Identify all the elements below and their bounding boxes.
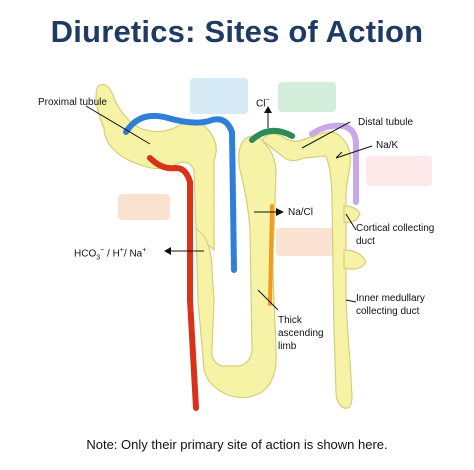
label-proximal-tubule: Proximal tubule [38, 96, 107, 109]
label-hco3-h-na: HCO3− / H+/ Na+ [74, 244, 146, 264]
blurred-answer-box-3 [118, 194, 170, 220]
proximal-convoluted-tubule [95, 83, 217, 252]
hco3-subscript: 3 [96, 254, 101, 262]
h-text: / H [104, 248, 120, 260]
inner-medullary-leader [345, 299, 357, 303]
na-superscript: + [142, 247, 147, 254]
loop-diuretic-marker [249, 127, 295, 143]
blurred-answer-box-1 [190, 78, 248, 114]
cortical-line-2: duct [356, 236, 375, 247]
hco3-text: HCO [74, 248, 97, 260]
na-k-leader [335, 145, 373, 159]
cl-text: Cl [256, 98, 266, 110]
distal-tubule [261, 131, 353, 409]
cl-superscript: − [265, 97, 270, 104]
thick-line-1: Thick [278, 315, 302, 326]
label-inner-medullary-collecting-duct: Inner medullary collecting duct [356, 292, 425, 318]
page-title: Diuretics: Sites of Action [50, 14, 424, 49]
osmotic-diuretic-marker [147, 155, 199, 411]
blurred-answer-box-5 [366, 156, 432, 186]
carbonic-anhydrase-marker [123, 112, 237, 273]
cortical-duct-leader [345, 213, 357, 231]
label-cortical-collecting-duct: Cortical collecting duct [356, 222, 434, 248]
footnote: Note: Only their primary site of action … [86, 437, 388, 452]
collecting-duct-branch-top [343, 205, 361, 223]
cortical-line-1: Cortical collecting [356, 223, 435, 234]
h-superscript: + [119, 247, 124, 254]
blurred-answer-box-4 [276, 228, 334, 256]
na-text: / Na [123, 248, 143, 260]
label-na-cl: Na/Cl [288, 206, 313, 219]
label-distal-tubule: Distal tubule [358, 116, 413, 129]
proximal-tubule-text: Proximal tubule [38, 97, 107, 108]
blurred-answer-box-2 [278, 82, 336, 112]
na-k-text: Na/K [376, 140, 399, 151]
collecting-duct-branch-middle [343, 249, 367, 270]
distal-tubule-text: Distal tubule [358, 117, 414, 128]
thick-line-3: limb [278, 341, 297, 352]
thick-limb-leader [257, 289, 279, 311]
na-cl-arrowhead [276, 208, 284, 216]
na-cl-text: Na/Cl [288, 207, 314, 218]
label-cl: Cl− [256, 94, 270, 110]
hco3-superscript: − [100, 247, 105, 254]
label-thick-ascending-limb: Thick ascending limb [278, 314, 324, 353]
hco3-arrowhead [164, 247, 171, 255]
nephron-tubule [95, 83, 367, 409]
cl-arrowhead [264, 106, 272, 113]
thick-line-2: ascending [278, 328, 324, 339]
thiazide-marker [268, 204, 274, 306]
potassium-sparing-marker [309, 122, 359, 205]
label-na-k: Na/K [376, 139, 398, 152]
proximal-tubule-leader [85, 105, 151, 145]
inner-medullary-line-1: Inner medullary [356, 293, 425, 304]
inner-medullary-line-2: collecting duct [356, 306, 420, 317]
distal-tubule-leader [301, 121, 351, 149]
na-k-arrowhead [335, 151, 343, 159]
